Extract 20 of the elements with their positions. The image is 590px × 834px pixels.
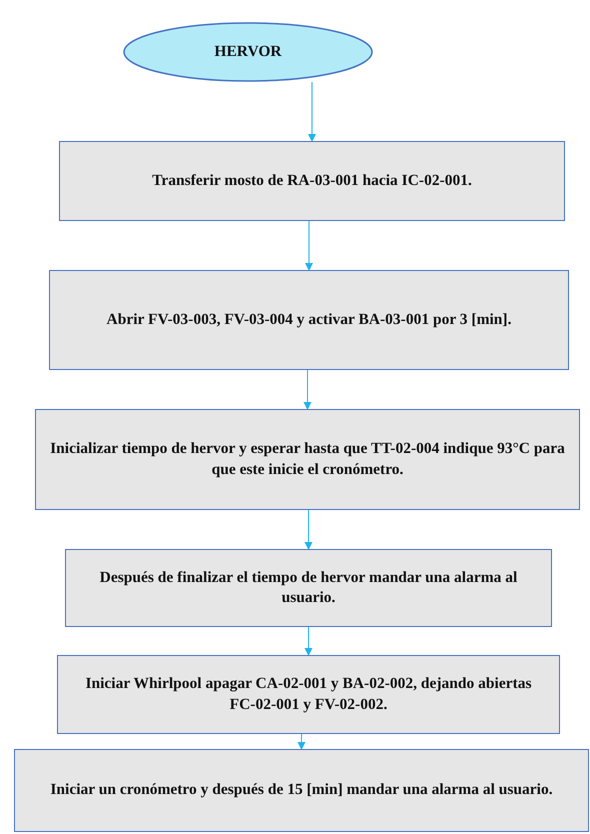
step-text: HERVOR bbox=[214, 42, 282, 62]
step-text: Iniciar un cronómetro y después de 15 [min] mandar una alarma al usuario. bbox=[50, 780, 553, 800]
arrow bbox=[305, 220, 313, 271]
step-text: Después de finalizar el tiempo de hervor mandar una alarma al usuario. bbox=[98, 568, 518, 608]
process-box bbox=[57, 655, 560, 734]
arrow bbox=[298, 734, 306, 750]
process-box bbox=[65, 549, 552, 627]
arrow bbox=[304, 510, 312, 550]
step-text: Iniciar Whirlpool apagar CA-02-001 y BA-02-002, dejando abiertas FC-02-001 y FV-02-002. bbox=[84, 674, 533, 714]
arrow bbox=[304, 626, 312, 656]
process-box bbox=[59, 141, 565, 221]
step-text: Abrir FV-03-003, FV-03-004 y activar BA-03-001 por 3 [min]. bbox=[106, 310, 512, 330]
step-text: Inicializar tiempo de hervor y esperar hasta que TT-02-004 indique 93°C para que este inicie el cronómetro. bbox=[50, 439, 565, 480]
process-box bbox=[35, 409, 580, 510]
arrow bbox=[308, 82, 316, 142]
process-box bbox=[49, 270, 569, 370]
process-box bbox=[14, 749, 589, 832]
start-ellipse bbox=[123, 22, 373, 82]
step-text: Transferir mosto de RA-03-001 hacia IC-02-001. bbox=[152, 170, 472, 191]
arrow bbox=[304, 370, 312, 410]
